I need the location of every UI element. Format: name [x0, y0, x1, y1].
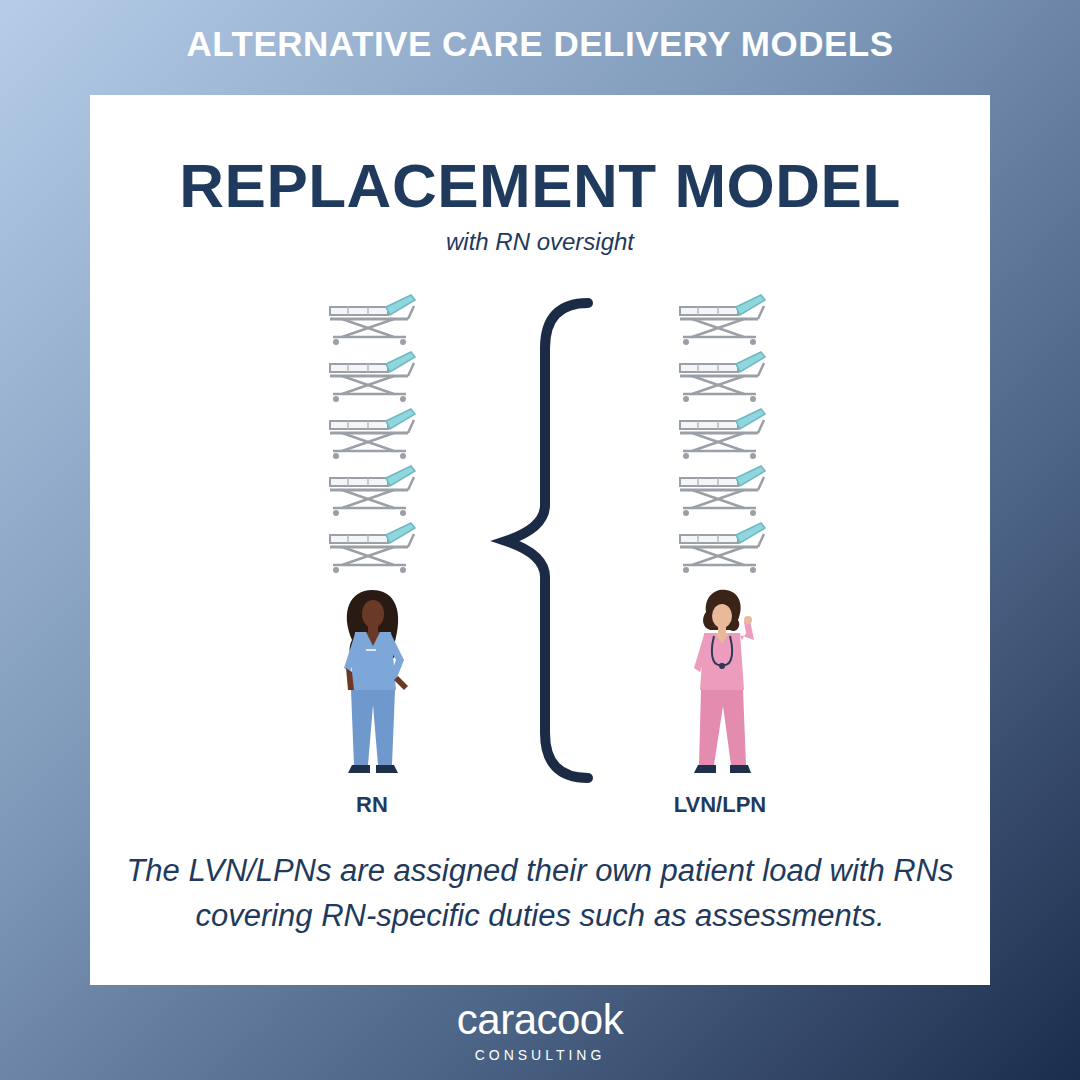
curly-bracket	[506, 303, 588, 778]
logo-tagline: CONSULTING	[0, 1047, 1080, 1063]
bed-column	[680, 295, 765, 573]
lvn-nurse	[694, 590, 754, 773]
logo-wordmark: caracook	[0, 996, 1080, 1044]
caption: The LVN/LPNs are assigned their own pati…	[100, 848, 980, 938]
role-label: RN	[312, 792, 432, 818]
model-subheading: with RN oversight	[90, 228, 990, 256]
rn-nurse	[344, 590, 408, 773]
bed-column	[330, 295, 415, 573]
page-title: ALTERNATIVE CARE DELIVERY MODELS	[0, 24, 1080, 64]
model-heading: REPLACEMENT MODEL	[90, 150, 990, 221]
content-panel: REPLACEMENT MODEL with RN oversight	[90, 95, 990, 985]
role-label: LVN/LPN	[650, 792, 790, 818]
